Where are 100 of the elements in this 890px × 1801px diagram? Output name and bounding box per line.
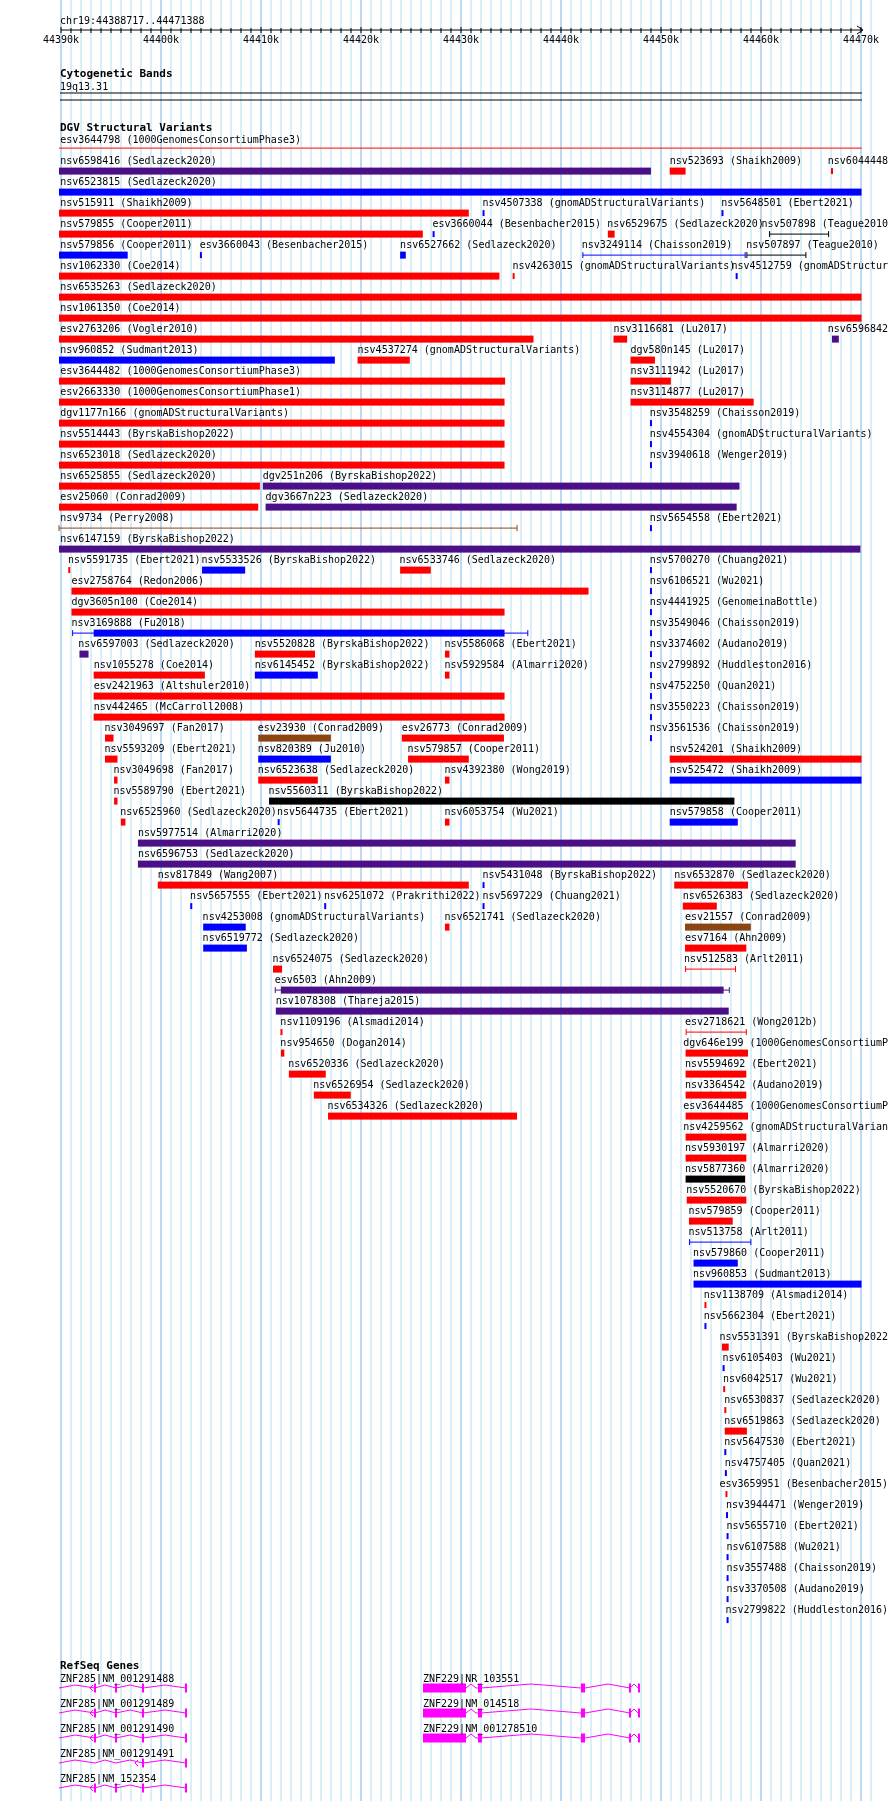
variant-label: nsv6521741 (Sedlazeck2020) [444,910,601,924]
track-title: DGV Structural Variants [60,121,213,134]
variant-label: nsv1061350 (Coe2014) [60,301,181,315]
variant-label: nsv2799822 (Huddleston2016) [725,1603,888,1617]
variant-label: nsv6251072 (Prakrithi2022) [324,889,481,903]
variant-label: esv3660043 (Besenbacher2015) [199,238,369,252]
variant-label: nsv5930197 (Almarri2020) [685,1141,830,1155]
variant-label: nsv6525960 (Sedlazeck2020) [120,805,277,819]
variant-label: esv3659951 (Besenbacher2015) [719,1477,888,1491]
variant-label: nsv3249114 (Chaisson2019) [581,238,733,252]
variant-label: esv2763206 (Vogler2010) [60,322,199,336]
variant-label: nsv6535263 (Sedlazeck2020) [60,280,217,294]
variant-label: esv26773 (Conrad2009) [401,721,529,735]
variant-label: esv21557 (Conrad2009) [685,910,812,924]
gene-label: ZNF285|NM_001291490 [60,1722,175,1735]
variant-label: dgv646e199 (1000GenomesConsortiumP [683,1036,888,1050]
scale-tick-label: 44460k [743,33,780,46]
variant-label: nsv5657555 (Ebert2021) [190,889,323,903]
variant-label: nsv515911 (Shaikh2009) [60,196,193,210]
variant-label: nsv523693 (Shaikh2009) [669,154,803,168]
variant-label: esv23930 (Conrad2009) [257,721,385,735]
variant-label: nsv3364542 (Audano2019) [685,1078,824,1092]
variant-label: nsv5594692 (Ebert2021) [685,1057,818,1071]
variant-label: nsv579860 (Cooper2011) [692,1246,826,1260]
variant-label: nsv6145452 (ByrskaBishop2022) [254,658,430,672]
variant-label: nsv5533526 (ByrskaBishop2022) [201,553,377,567]
variant-label: nsv3557488 (Chaisson2019) [726,1561,877,1575]
variant-label: nsv5654558 (Ebert2021) [649,511,783,525]
variant-label: nsv6527662 (Sedlazeck2020) [400,238,557,252]
scale-tick-label: 44400k [143,33,180,46]
cytoband-label: 19q13.31 [60,80,109,93]
scale-tick-label: 44410k [243,33,280,46]
variant-label: nsv4253008 (gnomADStructuralVariants) [202,910,426,924]
variant-label: nsv960853 (Sudmant2013) [692,1267,832,1281]
variant-label: nsv5520828 (ByrskaBishop2022) [254,637,430,651]
variant-label: nsv5697229 (Chuang2021) [482,889,621,903]
variant-label: esv25060 (Conrad2009) [60,490,187,504]
variant-label: nsv5593209 (Ebert2021) [104,742,237,756]
variant-label: nsv5648501 (Ebert2021) [721,196,854,210]
variant-label: nsv1109196 (Alsmadi2014) [280,1015,425,1029]
variant-label: dgv251n206 (ByrskaBishop2022) [262,469,438,483]
variant-label: nsv6533746 (Sedlazeck2020) [399,553,557,567]
variant-label: nsv6523815 (Sedlazeck2020) [60,175,217,189]
variant-label: nsv3940618 (Wenger2019) [649,448,789,462]
variant-label: nsv4259562 (gnomADStructuralVarian [683,1120,888,1134]
variant-label: nsv4392380 (Wong2019) [444,763,571,777]
variant-label: nsv3561536 (Chaisson2019) [649,721,801,735]
variant-label: nsv5700270 (Chuang2021) [649,553,789,567]
gene-label: ZNF229|NM_001278510 [423,1722,538,1735]
variant-label: nsv4507338 (gnomADStructuralVariants) [482,196,706,210]
variant-label: nsv524201 (Shaikh2009) [669,742,803,756]
variant-label: nsv3549046 (Chaisson2019) [649,616,801,630]
scale-tick-label: 44390k [43,33,80,46]
variant-label: nsv579856 (Cooper2011) [60,238,193,252]
variant-label: nsv6534326 (Sedlazeck2020) [327,1099,484,1113]
variant-label: nsv6598416 (Sedlazeck2020) [60,154,217,168]
variant-label: nsv5591735 (Ebert2021) [68,553,201,567]
variant-label: nsv579858 (Cooper2011) [669,805,803,819]
scale-tick-label: 44430k [443,33,480,46]
variant-label: nsv6520336 (Sedlazeck2020) [288,1057,445,1071]
variant-label: esv2718621 (Wong2012b) [685,1015,818,1029]
variant-label: nsv6523638 (Sedlazeck2020) [257,763,415,777]
variant-label: nsv3169888 (Fu2018) [71,616,186,630]
variant-label: dgv580n145 (Lu2017) [630,343,745,357]
variant-label: nsv6596842 [827,322,888,336]
variant-label: nsv6523018 (Sedlazeck2020) [60,448,217,462]
variant-label: nsv4757405 (Quan2021) [724,1456,852,1470]
variant-label: nsv6532870 (Sedlazeck2020) [674,868,831,882]
variant-label: dgv3605n100 (Coe2014) [71,595,198,609]
variant-label: nsv6524075 (Sedlazeck2020) [272,952,429,966]
variant-label: nsv3116681 (Lu2017) [613,322,728,336]
variant-label: esv3660044 (Besenbacher2015) [432,217,602,231]
variant-label: nsv525472 (Shaikh2009) [669,763,803,777]
variant-label: nsv6106521 (Wu2021) [649,574,765,588]
variant-label: dgv1177n166 (gnomADStructuralVariants) [60,406,289,420]
variant-label: esv3644485 (1000GenomesConsortiumP [683,1099,888,1113]
variant-label: nsv5977514 (Almarri2020) [137,826,283,840]
variant-label: nsv1055278 (Coe2014) [93,658,215,672]
variant-label: nsv4441925 (GenomeinaBottle) [649,595,819,609]
variant-label: nsv5929584 (Almarri2020) [444,658,589,672]
variant-label: nsv5662304 (Ebert2021) [703,1309,837,1323]
variant-label: nsv3114877 (Lu2017) [630,385,745,399]
variant-label: nsv579857 (Cooper2011) [407,742,540,756]
scale-tick-label: 44450k [643,33,680,46]
variant-label: nsv5531391 (ByrskaBishop2022 [719,1330,888,1344]
variant-label: nsv5589790 (Ebert2021) [113,784,246,798]
variant-label: esv3644798 (1000GenomesConsortiumPhase3) [60,133,301,147]
variant-label: nsv513758 (Arlt2011) [688,1225,809,1239]
variant-label: nsv817849 (Wang2007) [157,868,279,882]
variant-label: esv2421963 (Altshuler2010) [93,679,251,693]
variant-label: esv2663330 (1000GenomesConsortiumPhase1) [60,385,301,399]
variant-label: nsv5644735 (Ebert2021) [276,805,410,819]
variant-label: esv7164 (Ahn2009) [685,931,788,945]
variant-label: nsv6597003 (Sedlazeck2020) [78,637,235,651]
variant-label: nsv1062330 (Coe2014) [60,259,181,273]
variant-label: nsv3548259 (Chaisson2019) [649,406,801,420]
gene-label: ZNF229|NR_103551 [423,1672,520,1685]
variant-label: nsv5586068 (Ebert2021) [444,637,577,651]
gene-label: ZNF229|NM_014518 [423,1697,520,1710]
track-title: Cytogenetic Bands [60,67,173,80]
